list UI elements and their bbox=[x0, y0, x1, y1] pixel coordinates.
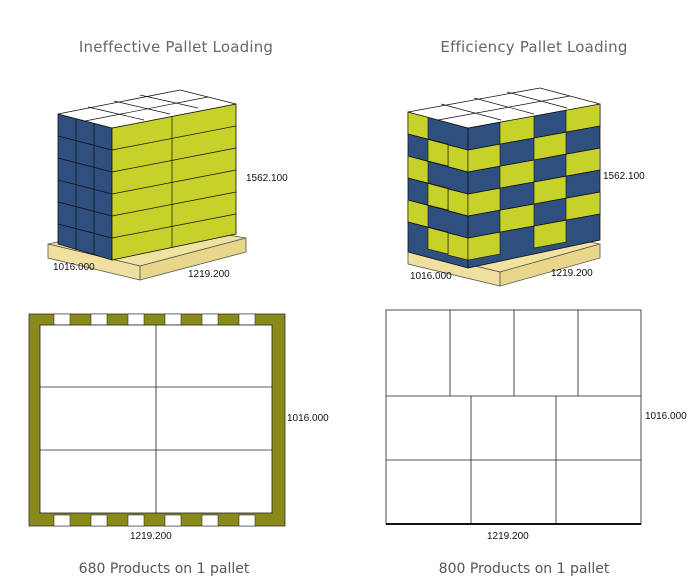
left-3d-stack bbox=[47, 89, 247, 281]
right-depth-label: 1016.000 bbox=[410, 271, 452, 282]
right-width-label: 1219.200 bbox=[551, 268, 593, 279]
left-width-label: 1219.200 bbox=[188, 269, 230, 280]
left-title: Ineffective Pallet Loading bbox=[78, 38, 274, 56]
right-plan-outer bbox=[385, 309, 642, 525]
left-plan-height-label: 1016.000 bbox=[287, 413, 329, 424]
left-plan-view bbox=[28, 313, 286, 527]
right-caption: 800 Products on 1 pallet bbox=[438, 561, 610, 577]
left-caption: 680 Products on 1 pallet bbox=[78, 561, 250, 577]
left-plan-width-label: 1219.200 bbox=[130, 531, 172, 542]
right-pallet-side bbox=[499, 243, 601, 287]
left-depth-label: 1016.000 bbox=[53, 262, 95, 273]
right-plan-view bbox=[385, 309, 642, 525]
right-3d-stack bbox=[407, 87, 601, 287]
left-height-label: 1562.100 bbox=[246, 173, 288, 184]
right-title: Efficiency Pallet Loading bbox=[440, 38, 628, 56]
left-pallet-side bbox=[139, 237, 247, 281]
right-plan-height-label: 1016.000 bbox=[645, 411, 687, 422]
right-plan-width-label: 1219.200 bbox=[487, 531, 529, 542]
right-height-label: 1562.100 bbox=[603, 171, 645, 182]
